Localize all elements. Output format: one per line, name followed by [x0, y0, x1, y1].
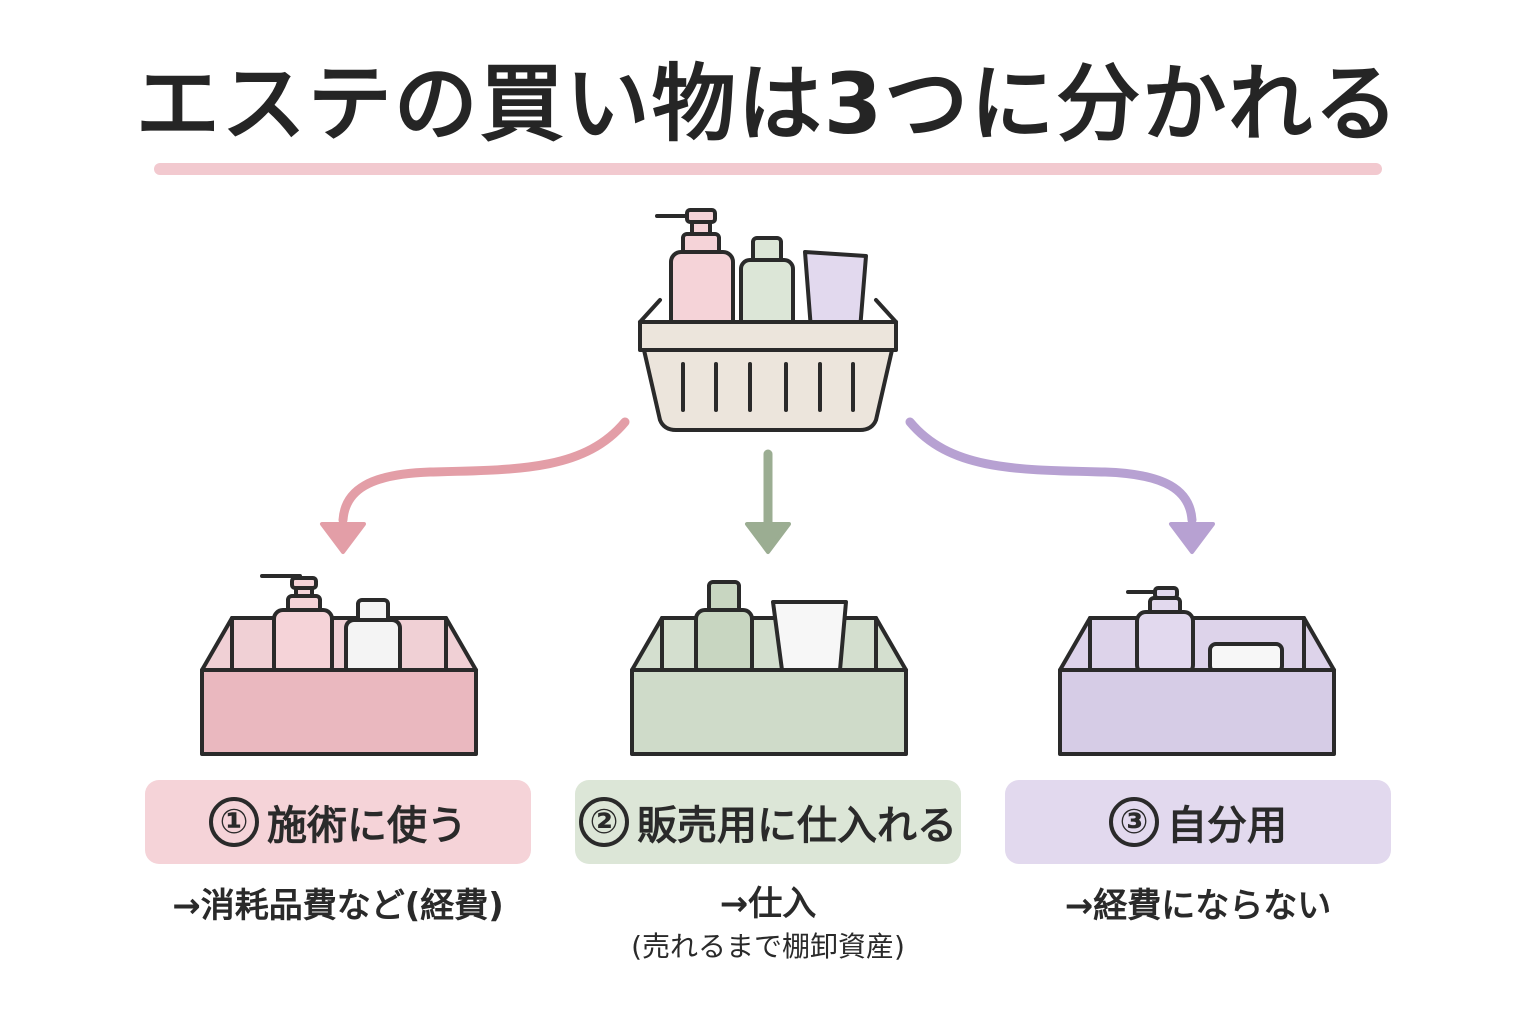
- resale-subnote: (売れるまで棚卸資産): [631, 930, 905, 963]
- category-treatment-label: ① 施術に使う: [145, 780, 531, 864]
- category-resale-label: ② 販売用に仕入れる: [575, 780, 961, 864]
- category-personal-label: ③ 自分用: [1005, 780, 1391, 864]
- category-label: 販売用に仕入れる: [637, 803, 957, 849]
- shopping-basket-icon: [638, 208, 898, 432]
- treatment-box-icon: [200, 574, 478, 756]
- arrow-to-resale: [745, 449, 791, 554]
- resale-note: →仕入: [719, 884, 817, 924]
- number-badge: ②: [579, 797, 629, 847]
- arrow-to-treatment: [320, 417, 630, 554]
- page-title: エステの買い物は3つに分かれる: [135, 55, 1401, 153]
- treatment-note: →消耗品費など(経費): [172, 886, 504, 926]
- title-underline: [154, 163, 1382, 175]
- resale-box-icon: [630, 580, 908, 756]
- number-badge: ③: [1109, 797, 1159, 847]
- category-label: 施術に使う: [267, 803, 467, 849]
- number-badge: ①: [209, 797, 259, 847]
- arrow-to-personal: [905, 417, 1215, 554]
- personal-box-icon: [1058, 586, 1336, 756]
- category-label: 自分用: [1167, 803, 1287, 849]
- personal-note: →経費にならない: [1064, 886, 1332, 926]
